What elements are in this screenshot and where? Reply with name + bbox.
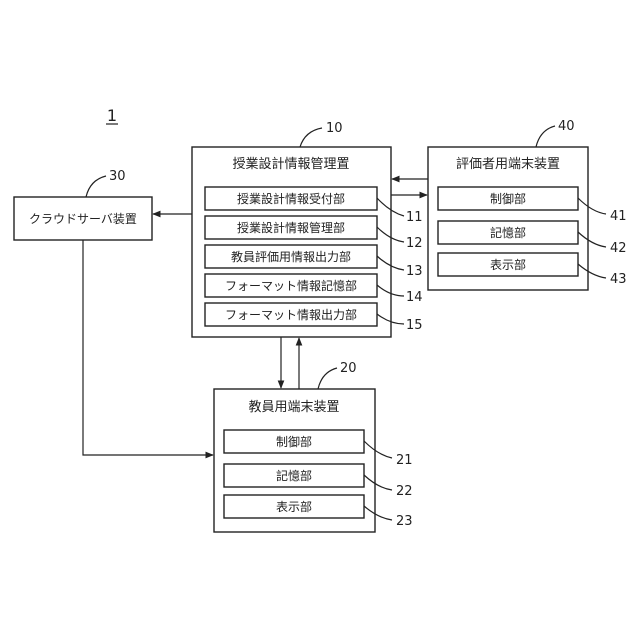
teacher-device: 教員用端末装置 制御部 記憶部 表示部 20 21 22 23 (214, 361, 413, 532)
ref-number-12: 12 (406, 236, 423, 251)
mgmt-ref-number: 10 (326, 121, 343, 136)
evaluator-device: 評価者用端末装置 制御部 記憶部 表示部 40 41 42 43 (428, 119, 627, 290)
ref-number-22: 22 (396, 484, 413, 499)
mgmt-device-title: 授業設計情報管理置 (232, 156, 349, 172)
ref-number-42: 42 (610, 241, 627, 256)
ref-number-21: 21 (396, 453, 413, 468)
teacher-part-label-21: 制御部 (276, 434, 312, 449)
ref-number-14: 14 (406, 290, 423, 305)
evaluator-part-label-43: 表示部 (490, 257, 526, 272)
ref-number-43: 43 (610, 272, 627, 287)
mgmt-part-label-14: フォーマット情報記憶部 (225, 278, 357, 293)
ref-number-11: 11 (406, 210, 423, 225)
cloud-server: クラウドサーバ装置 30 (14, 169, 152, 240)
mgmt-ref-leader (300, 128, 322, 147)
cloud-server-title: クラウドサーバ装置 (29, 212, 137, 226)
mgmt-part-label-15: フォーマット情報出力部 (225, 307, 357, 322)
cloud-ref-leader (86, 176, 106, 197)
mgmt-part-label-12: 授業設計情報管理部 (237, 220, 345, 235)
evaluator-part-label-41: 制御部 (490, 191, 526, 206)
evaluator-ref-number: 40 (558, 119, 575, 134)
teacher-device-title: 教員用端末装置 (248, 399, 339, 415)
ref-number-41: 41 (610, 209, 627, 224)
ref-number-15: 15 (406, 318, 423, 333)
ref-number-23: 23 (396, 514, 413, 529)
teacher-ref-number: 20 (340, 361, 357, 376)
cloud-ref-number: 30 (109, 169, 126, 184)
evaluator-part-label-42: 記憶部 (490, 225, 526, 240)
teacher-part-label-22: 記憶部 (276, 468, 312, 483)
evaluator-device-title: 評価者用端末装置 (456, 157, 560, 172)
teacher-part-label-23: 表示部 (276, 499, 312, 514)
mgmt-device: 授業設計情報管理置 授業設計情報受付部 授業設計情報管理部 教員評価用情報出力部… (192, 121, 423, 337)
mgmt-part-label-11: 授業設計情報受付部 (237, 191, 345, 206)
figure-label: 1 (107, 106, 117, 125)
teacher-ref-leader (318, 368, 337, 389)
mgmt-part-label-13: 教員評価用情報出力部 (231, 249, 351, 264)
evaluator-ref-leader (536, 126, 555, 147)
ref-number-13: 13 (406, 264, 423, 279)
